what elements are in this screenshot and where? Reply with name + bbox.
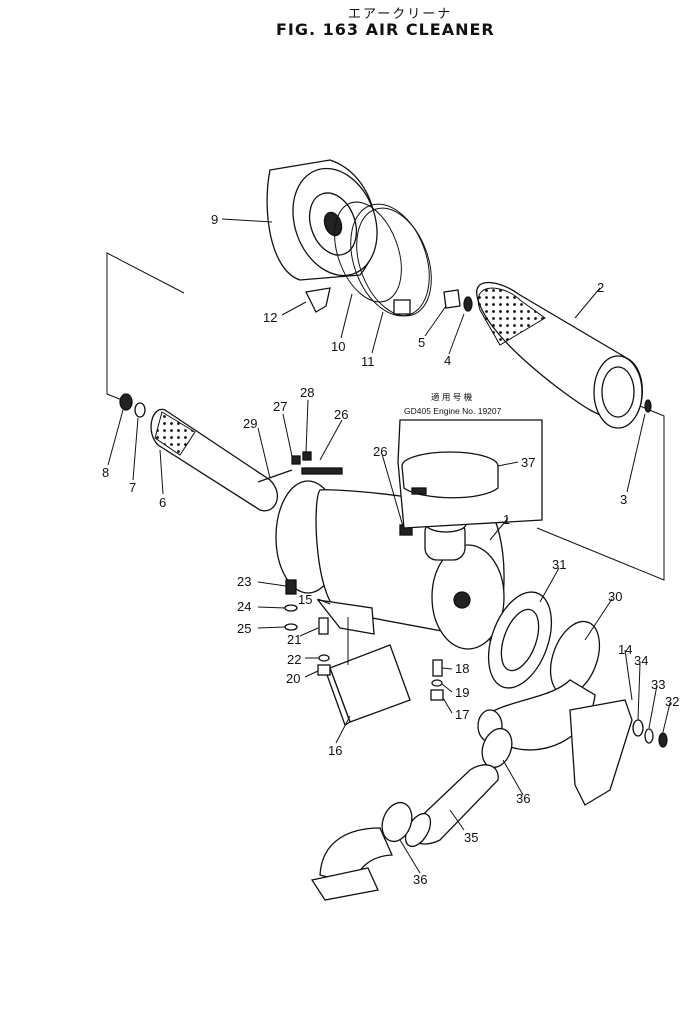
callout-1: 1 (503, 512, 510, 527)
washer-33-part (644, 728, 654, 744)
gasket-part (487, 591, 553, 689)
bolt-29-part (257, 469, 293, 483)
callout-22: 22 (287, 652, 301, 667)
washer-22-part (318, 654, 330, 662)
figure-title: FIG. 163 AIR CLEANER (276, 20, 495, 39)
callout-6: 6 (159, 495, 166, 510)
assembly-line-right (536, 405, 665, 581)
callout-36-lower: 36 (413, 872, 427, 887)
callout-30: 30 (608, 589, 622, 604)
callout-4: 4 (444, 353, 451, 368)
callout-31: 31 (552, 557, 566, 572)
callout-20: 20 (286, 671, 300, 686)
note-japanese: 適 用 号 機 (431, 392, 473, 402)
callout-11: 11 (361, 354, 375, 369)
nut-20-part (317, 664, 331, 676)
variant-inset-box (397, 419, 543, 529)
bracket-part (316, 599, 375, 635)
callout-3: 3 (620, 492, 627, 507)
outer-element-part (476, 281, 643, 429)
nut-27-part (291, 455, 301, 465)
hose-clamp-lower-part (381, 801, 413, 843)
callout-37: 37 (521, 455, 535, 470)
callout-14: 14 (618, 642, 632, 657)
wing-nut-8-part (119, 393, 133, 411)
inner-element-part (150, 408, 279, 512)
callout-33: 33 (651, 677, 665, 692)
o-ring-part (334, 201, 402, 303)
callout-35: 35 (464, 830, 478, 845)
nut-17-part (430, 689, 444, 701)
callout-17: 17 (455, 707, 469, 722)
bolt-18-part (432, 659, 443, 677)
band-clamp-part (350, 203, 432, 317)
callout-19: 19 (455, 685, 469, 700)
callout-9: 9 (211, 212, 218, 227)
callout-16: 16 (328, 743, 342, 758)
callout-7: 7 (129, 480, 136, 495)
callout-21: 21 (287, 632, 301, 647)
callout-23: 23 (237, 574, 251, 589)
bolt-34-part (632, 719, 644, 737)
callout-29: 29 (243, 416, 257, 431)
washer-3-part (644, 399, 652, 413)
callout-10: 10 (331, 339, 345, 354)
dust-valve-part (305, 287, 331, 313)
bolt-21-part (318, 617, 329, 635)
part-number-callouts: 1 2 3 4 5 6 7 8 9 10 11 12 14 15 16 17 1… (102, 212, 679, 887)
callout-26-lower: 26 (373, 444, 387, 459)
callout-2: 2 (597, 280, 604, 295)
callout-26-upper: 26 (334, 407, 348, 422)
washer-part (463, 296, 473, 312)
washer-25-part (284, 623, 298, 631)
callout-36-upper: 36 (516, 791, 530, 806)
washer-7-part (134, 402, 146, 418)
callout-15: 15 (298, 592, 312, 607)
air-cleaner-body-part (275, 467, 505, 650)
callout-32: 32 (665, 694, 679, 709)
hose-part (404, 764, 499, 848)
callout-5: 5 (418, 335, 425, 350)
callout-8: 8 (102, 465, 109, 480)
washer-24-part (284, 604, 298, 612)
note-engine-number: GD405 Engine No. 19207 (404, 406, 502, 416)
figure-title-japanese: エアークリーナ (348, 7, 453, 22)
bolt-23-part (285, 579, 297, 595)
inlet-elbow-part (310, 827, 393, 901)
assembly-line-left (106, 252, 185, 401)
support-bracket-part (569, 699, 633, 806)
leader-lines (107, 218, 671, 874)
callout-24: 24 (237, 599, 251, 614)
callout-18: 18 (455, 661, 469, 676)
callout-34: 34 (634, 653, 648, 668)
callout-25: 25 (237, 621, 251, 636)
precleaner-cover-part (266, 159, 378, 281)
callout-28: 28 (300, 385, 314, 400)
callout-12: 12 (263, 310, 277, 325)
wing-nut-part (443, 289, 461, 309)
callout-27: 27 (273, 399, 287, 414)
washer-19-part (431, 679, 443, 687)
nut-32-part (658, 732, 668, 748)
nut-28-part (302, 451, 312, 461)
